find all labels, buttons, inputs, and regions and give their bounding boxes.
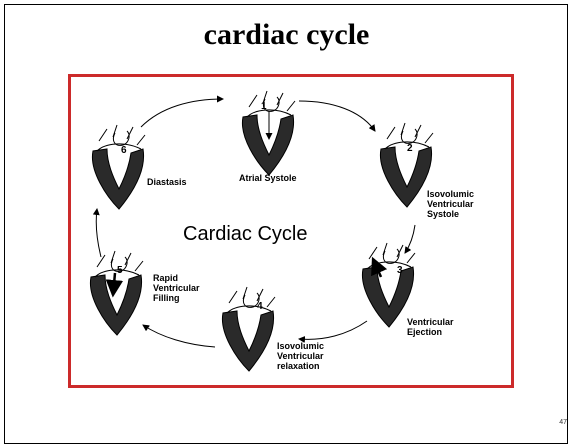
stage-2-number: 2: [407, 143, 413, 154]
stage-1-label-line: Atrial Systole: [239, 173, 297, 183]
stage-1-label: Atrial Systole: [239, 173, 297, 183]
stage-2-label-line: Systole: [427, 209, 459, 219]
stage-4-label-line: Isovolumic: [277, 341, 324, 351]
stage-4-label-line: relaxation: [277, 361, 320, 371]
diagram-center-title: Cardiac Cycle: [183, 223, 307, 245]
stage-1-heart: [242, 91, 295, 175]
arrow-5-to-6: [96, 209, 101, 257]
stage-3-heart: [362, 243, 415, 327]
stage-4-label-line: Ventricular: [277, 351, 324, 361]
stage-2-label-line: Ventricular: [427, 199, 474, 209]
arrow-3-to-4: [299, 321, 367, 339]
stage-6-label-line: Diastasis: [147, 177, 187, 187]
stage-5-heart: [90, 251, 143, 335]
stage-5-number: 5: [117, 265, 123, 276]
slide-title: cardiac cycle: [0, 18, 573, 52]
page-number: 47: [559, 419, 567, 426]
stage-3-number: 3: [397, 265, 403, 276]
arrow-6-to-1: [141, 99, 223, 127]
stage-3-label-line: Ejection: [407, 327, 442, 337]
stage-6-label: Diastasis: [147, 177, 187, 187]
arrow-2-to-3: [405, 225, 415, 253]
stage-5-label-line: Filling: [153, 293, 180, 303]
stage-1-number: 1: [261, 101, 267, 112]
stage-3-label-line: Ventricular: [407, 317, 454, 327]
stage-4-number: 4: [257, 301, 263, 312]
stage-5-label-line: Rapid: [153, 273, 178, 283]
stage-2-heart: [380, 123, 433, 207]
stage-6-number: 6: [121, 145, 127, 156]
arrow-1-to-2: [299, 101, 375, 131]
stage-6-heart: [92, 125, 145, 209]
stage-4-heart: [222, 287, 275, 371]
stage-5-label-line: Ventricular: [153, 283, 200, 293]
stage-2-label-line: Isovolumic: [427, 189, 474, 199]
arrow-4-to-5: [143, 325, 215, 347]
